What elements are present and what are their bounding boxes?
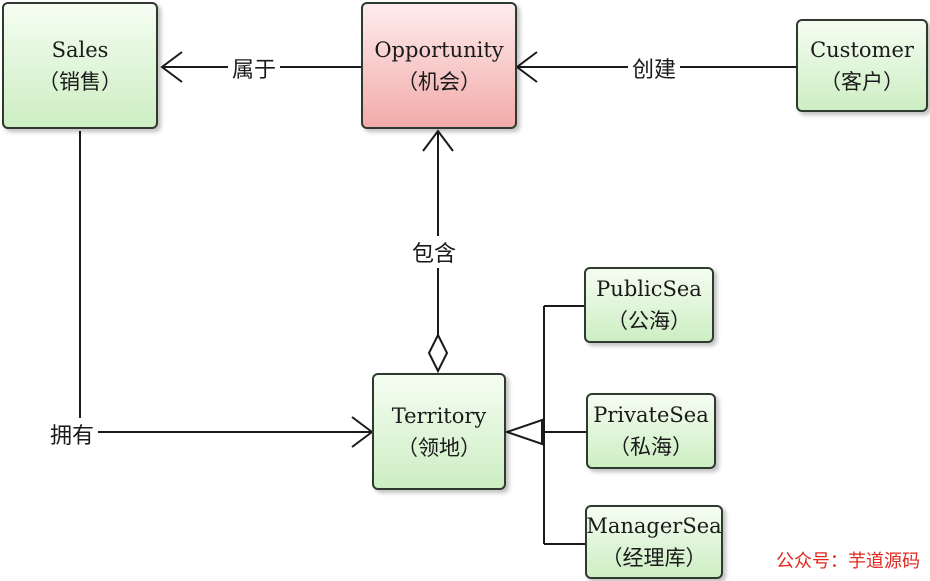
- entity-territory-name: Territory: [391, 403, 487, 428]
- entity-sales[interactable]: Sales （销售）: [2, 2, 158, 129]
- arrowhead-sales: [160, 51, 183, 83]
- generalization-triangle: [503, 418, 543, 446]
- aggregation-diamond: [427, 332, 449, 374]
- entity-opportunity[interactable]: Opportunity （机会）: [361, 2, 517, 129]
- entity-customer-cn: （客户）: [820, 69, 904, 94]
- entity-opportunity-cn: （机会）: [397, 69, 481, 94]
- arrowhead-opportunity-up: [422, 129, 454, 152]
- entity-opportunity-name: Opportunity: [374, 37, 504, 62]
- entity-publicsea[interactable]: PublicSea （公海）: [584, 267, 714, 343]
- entity-territory[interactable]: Territory （领地）: [372, 373, 506, 490]
- entity-sales-cn: （销售）: [38, 69, 122, 94]
- entity-managersea-cn: （经理库）: [601, 546, 707, 570]
- entity-privatesea[interactable]: PrivateSea （私海）: [586, 393, 716, 469]
- entity-privatesea-cn: （私海）: [609, 435, 693, 459]
- arrowhead-opportunity: [515, 51, 538, 83]
- entity-sales-name: Sales: [51, 37, 109, 62]
- entity-customer[interactable]: Customer （客户）: [796, 19, 928, 112]
- relation-contains: 包含: [408, 236, 461, 268]
- entity-privatesea-name: PrivateSea: [593, 403, 709, 427]
- entity-managersea[interactable]: ManagerSea （经理库）: [585, 505, 723, 579]
- relation-owns: 拥有: [46, 418, 99, 450]
- edge-sales-territory: [79, 131, 372, 433]
- watermark-text: 公众号：芋道源码: [776, 551, 920, 572]
- relation-belongs-to: 属于: [228, 52, 281, 84]
- entity-managersea-name: ManagerSea: [586, 514, 722, 538]
- relation-creates: 创建: [628, 52, 681, 84]
- entity-publicsea-cn: （公海）: [607, 309, 691, 333]
- entity-publicsea-name: PublicSea: [596, 277, 702, 301]
- entity-customer-name: Customer: [810, 37, 914, 62]
- entity-territory-cn: （领地）: [397, 435, 481, 460]
